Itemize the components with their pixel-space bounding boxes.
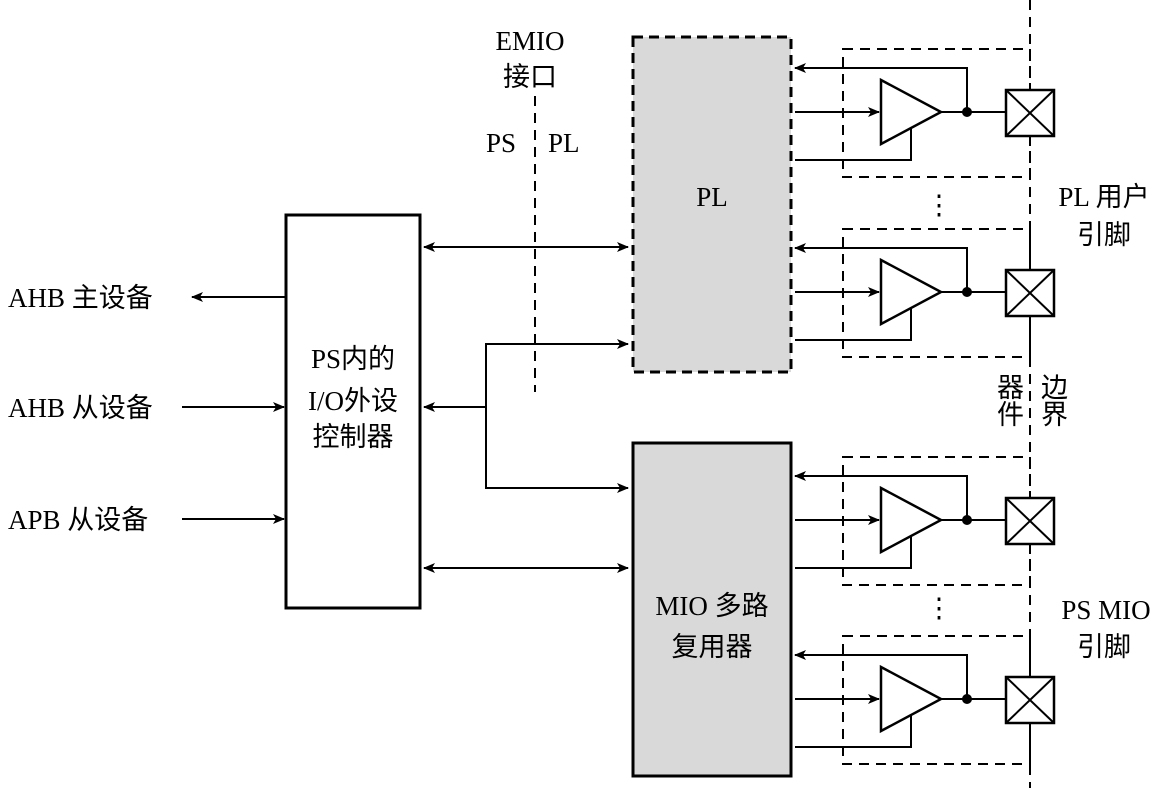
ps-side-label: PS [486, 128, 516, 158]
pl-pins-ellipsis: ⋮ [926, 190, 953, 220]
pl-side-label: PL [548, 128, 580, 158]
controller-label-line2: I/O外设 [308, 386, 398, 416]
boundary-label-col2: 边界 [1037, 373, 1068, 427]
pl-block-label: PL [696, 182, 728, 212]
ahb-slave-label: AHB 从设备 [8, 393, 153, 423]
io-controller-block [284, 213, 422, 610]
emio-label-line1: EMIO [496, 26, 565, 56]
io-buffer-cell [794, 48, 1056, 178]
ahb-master-label: AHB 主设备 [8, 283, 153, 313]
io-buffer-cell [794, 456, 1056, 586]
controller-label-line1: PS内的 [311, 344, 395, 374]
ps-pins-ellipsis: ⋮ [926, 593, 953, 623]
controller-branch-link [423, 339, 629, 493]
emio-label-line2: 接口 [503, 62, 557, 92]
pl-pins-label-line2: 引脚 [1077, 220, 1131, 250]
boundary-label-col1: 器件 [993, 373, 1024, 427]
ps-pins-label-line2: 引脚 [1077, 632, 1131, 662]
ps-pins-label-line1: PS MIO [1061, 595, 1150, 625]
mio-label-line1: MIO 多路 [655, 591, 768, 621]
mio-multiplexer-block [631, 441, 793, 778]
apb-slave-label: APB 从设备 [8, 505, 148, 535]
io-buffer-cell [794, 228, 1056, 358]
pl-block [631, 35, 793, 374]
mio-label-line2: 复用器 [672, 632, 753, 662]
controller-label-line3: 控制器 [313, 422, 394, 452]
io-buffer-cell [794, 635, 1056, 765]
pl-pins-label-line1: PL 用户 [1058, 182, 1149, 212]
